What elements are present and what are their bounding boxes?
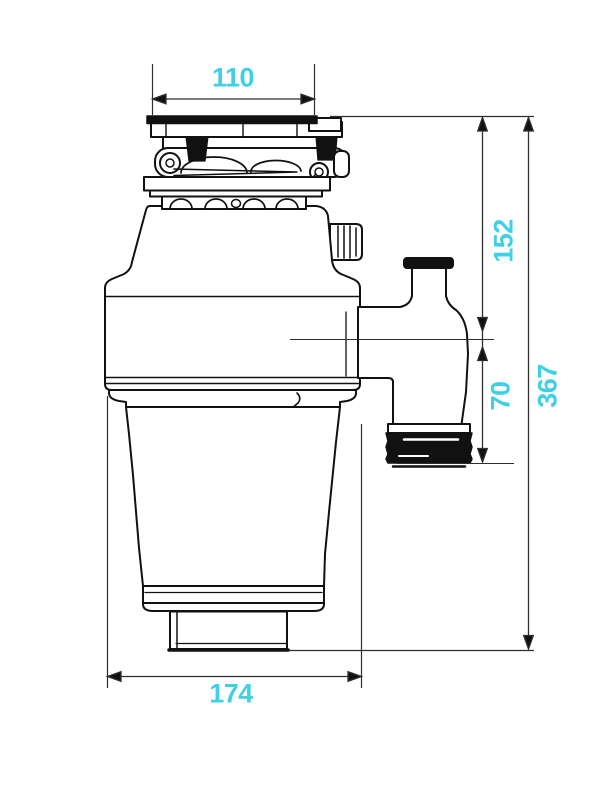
dim-label-outlet-drop: 70	[485, 381, 516, 411]
outlet-elbow	[357, 257, 473, 468]
disposer-device	[104, 115, 473, 652]
dim-label-body-width: 174	[209, 678, 253, 709]
body-step-band	[108, 389, 357, 408]
clip-detail	[290, 392, 301, 410]
grind-chamber-body	[104, 205, 361, 391]
dimension-extension-lines	[106, 64, 534, 688]
vent-pipe-flange	[403, 257, 454, 269]
dimension-lines	[105, 93, 535, 683]
flange-gasket-left	[185, 135, 209, 162]
dim-upper-and-outlet-height	[476, 115, 489, 464]
motor-housing	[125, 406, 341, 612]
flange-top-disc	[146, 115, 318, 125]
sink-flange-assembly	[143, 115, 350, 210]
scallop-ring	[161, 195, 307, 210]
dim-label-upper-height: 152	[488, 219, 519, 263]
dim-flange-width	[150, 93, 317, 105]
dim-overall-height	[522, 115, 535, 651]
dishwasher-inlet-nub	[329, 223, 363, 261]
bottom-cap	[167, 610, 290, 652]
dim-label-flange-width: 110	[211, 62, 255, 93]
outlet-threads	[385, 432, 473, 464]
outlet-collar	[387, 423, 471, 434]
dim-body-width	[105, 670, 364, 683]
dim-label-overall-height: 367	[532, 364, 563, 408]
